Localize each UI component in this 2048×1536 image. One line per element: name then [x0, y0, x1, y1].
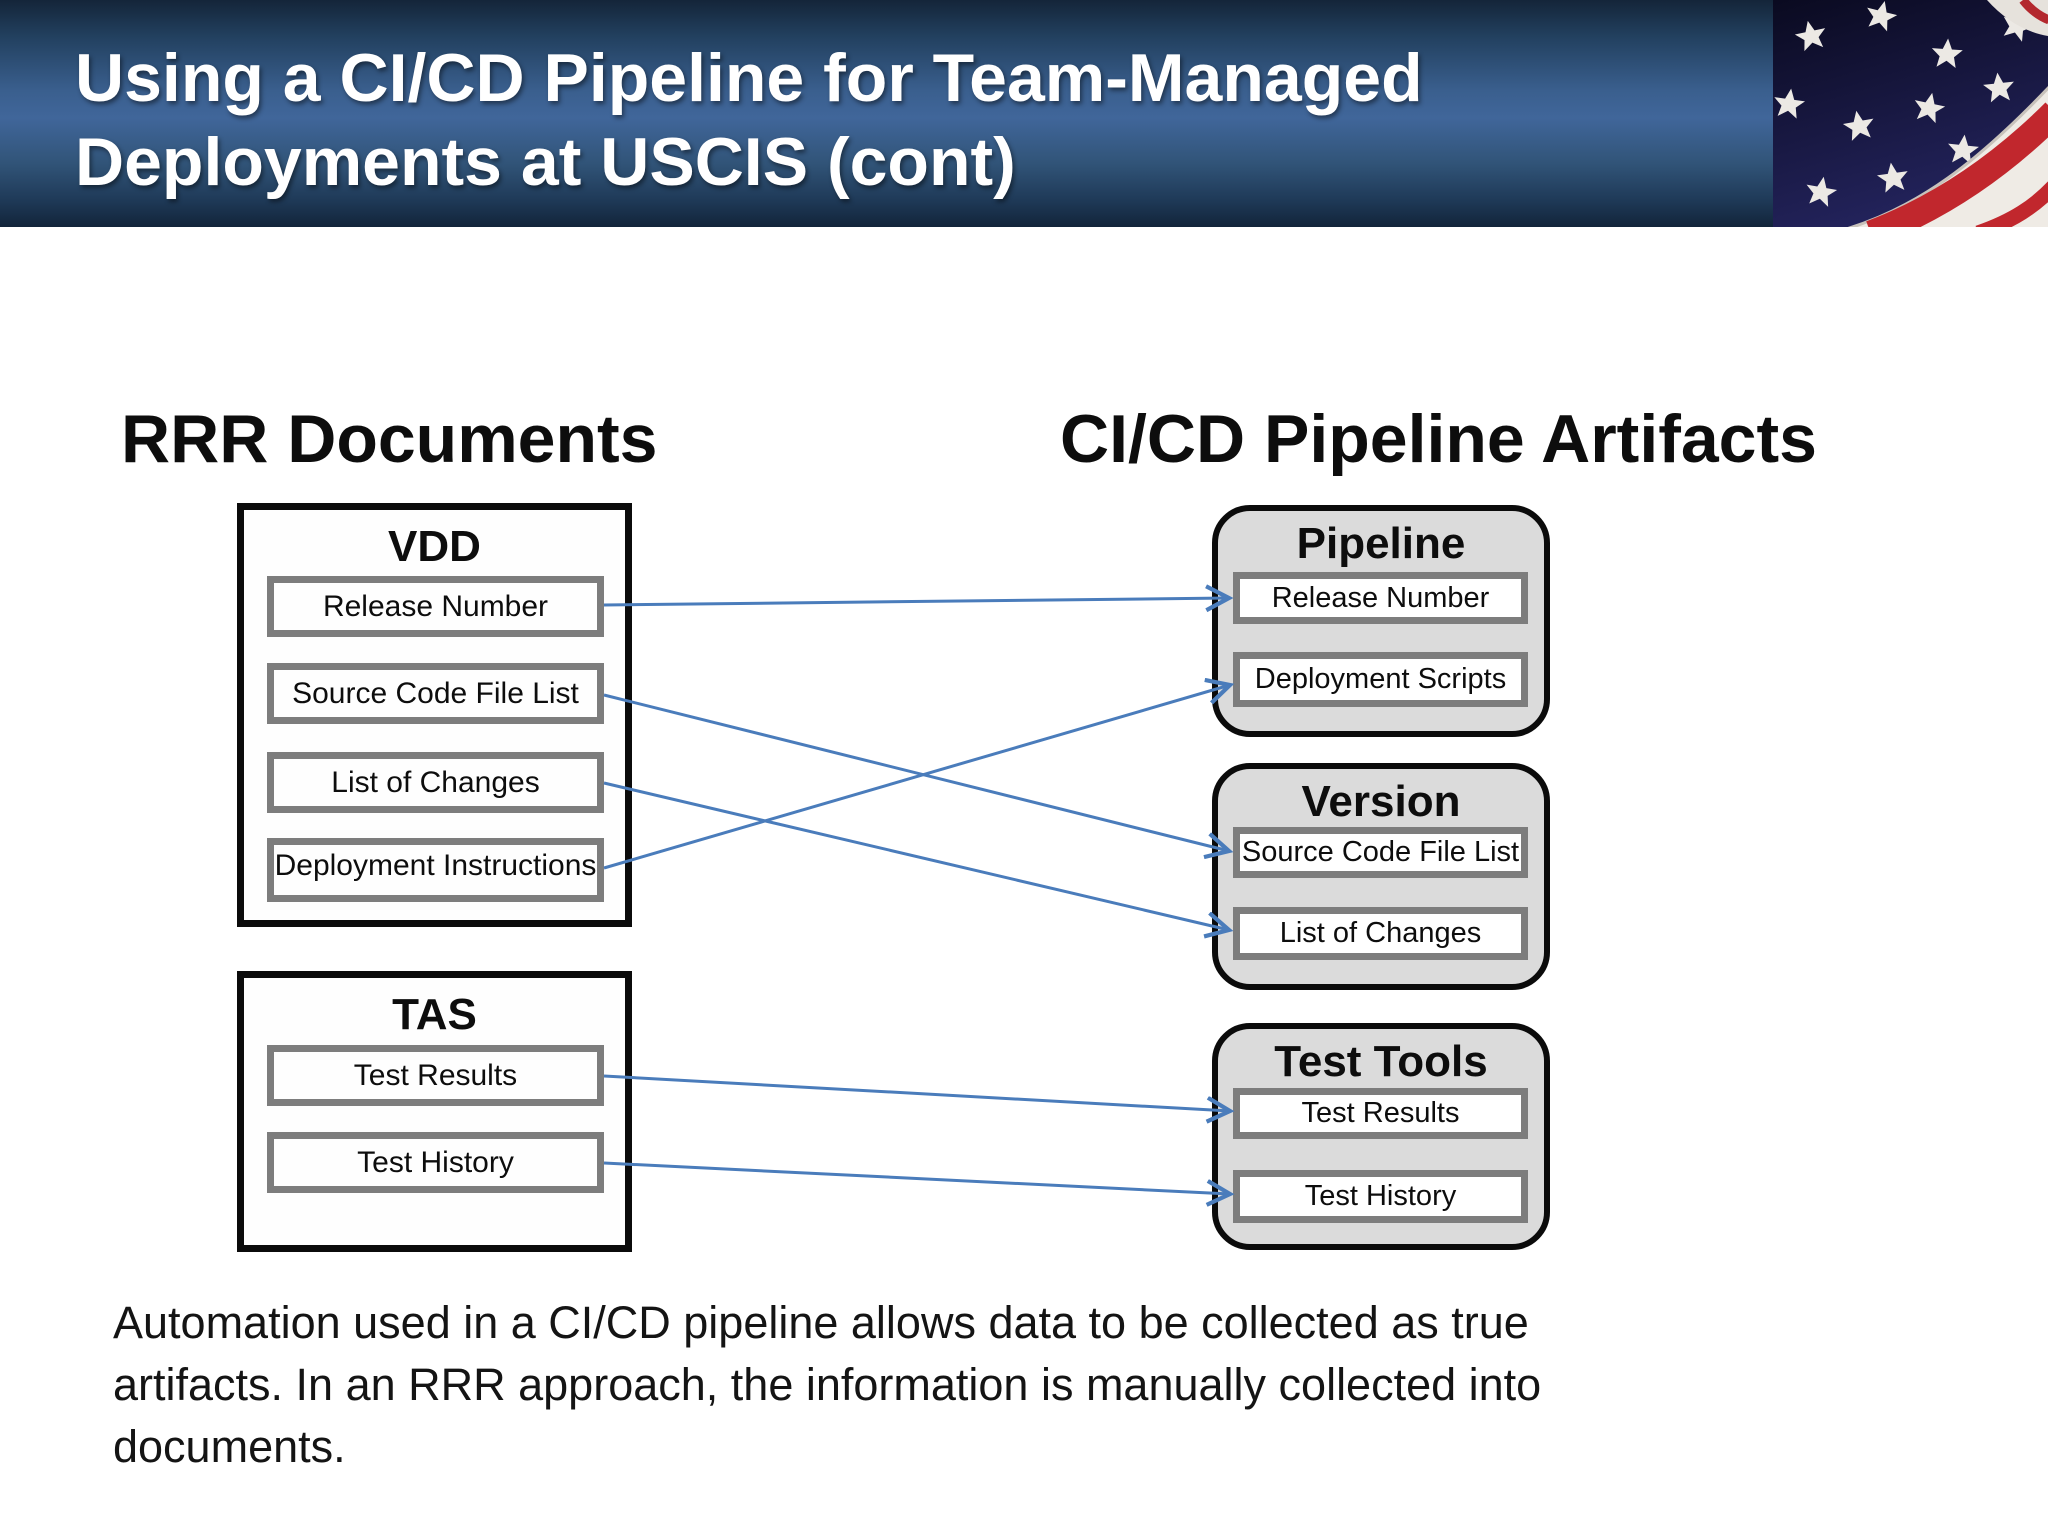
footer-line-3: documents.	[113, 1421, 346, 1472]
version-item-source-code-file-list: Source Code File List	[1233, 827, 1528, 878]
test-tools-title: Test Tools	[1274, 1037, 1488, 1086]
footer-line-2: artifacts. In an RRR approach, the infor…	[113, 1359, 1542, 1410]
arrow-deployment-instructions-to-scripts	[603, 685, 1230, 870]
vdd-item-deployment-instructions: Deployment Instructions	[267, 838, 604, 902]
vdd-title: VDD	[388, 522, 481, 571]
tas-item-test-results: Test Results	[267, 1045, 604, 1106]
heading-cicd-pipeline-artifacts: CI/CD Pipeline Artifacts	[1060, 401, 1817, 477]
slide-title-line2: Deployments at USCIS (cont)	[75, 124, 1016, 200]
slide-title-line1: Using a CI/CD Pipeline for Team-Managed	[75, 40, 1423, 116]
tas-box: TAS	[237, 971, 632, 1252]
vdd-item-source-code-file-list: Source Code File List	[267, 663, 604, 724]
arrow-release-number	[603, 598, 1229, 605]
arrow-test-results	[603, 1074, 1230, 1111]
arrow-test-history	[603, 1161, 1230, 1194]
slide-title: Using a CI/CD Pipeline for Team-Managed …	[75, 36, 1423, 204]
footer-line-1: Automation used in a CI/CD pipeline allo…	[113, 1297, 1529, 1348]
arrow-source-code-file-list	[603, 693, 1229, 851]
version-item-list-of-changes: List of Changes	[1233, 907, 1528, 960]
vdd-item-list-of-changes: List of Changes	[267, 752, 604, 813]
tas-item-test-history: Test History	[267, 1132, 604, 1193]
tas-title: TAS	[392, 990, 477, 1039]
header-band: Using a CI/CD Pipeline for Team-Managed …	[0, 0, 2048, 227]
test-tools-item-test-results: Test Results	[1233, 1088, 1528, 1139]
vdd-item-release-number: Release Number	[267, 576, 604, 637]
pipeline-item-deployment-scripts: Deployment Scripts	[1233, 652, 1528, 707]
test-tools-item-test-history: Test History	[1233, 1170, 1528, 1223]
pipeline-item-release-number: Release Number	[1233, 572, 1528, 624]
footer-paragraph: Automation used in a CI/CD pipeline allo…	[113, 1292, 1863, 1478]
us-flag-image	[1773, 0, 2048, 227]
version-title: Version	[1301, 777, 1461, 826]
heading-rrr-documents: RRR Documents	[121, 401, 658, 477]
arrow-list-of-changes	[603, 781, 1229, 930]
pipeline-title: Pipeline	[1296, 519, 1466, 568]
